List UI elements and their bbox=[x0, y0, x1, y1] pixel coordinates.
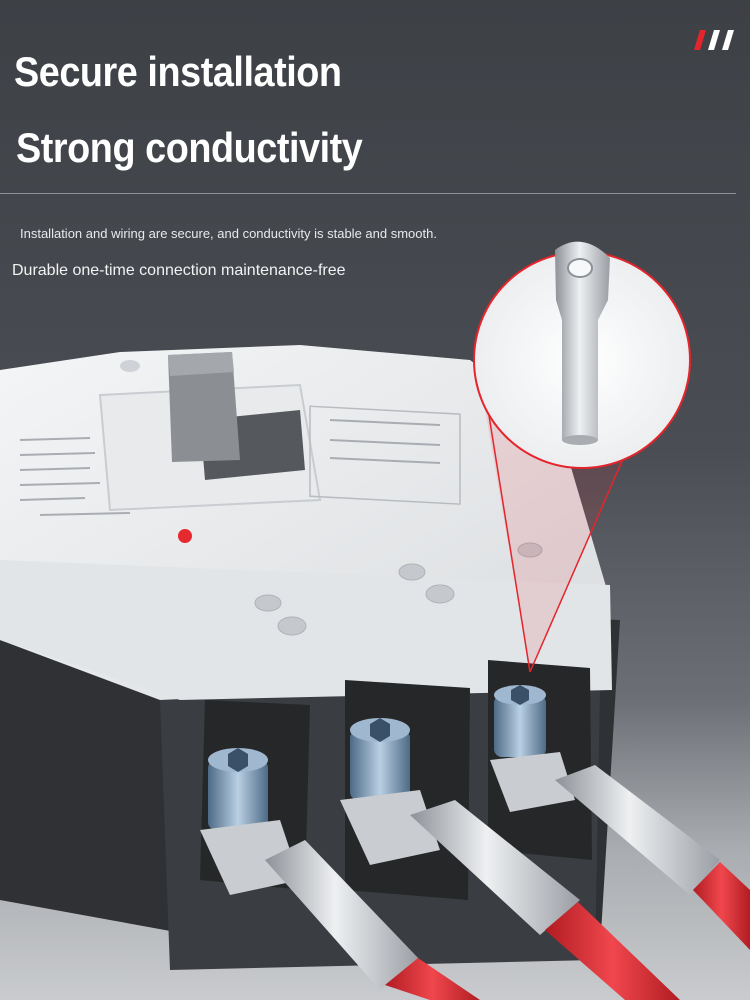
slash-marks-icon bbox=[694, 30, 734, 50]
headline-secure-installation: Secure installation bbox=[14, 48, 342, 95]
divider bbox=[0, 193, 736, 194]
tagline-text: Durable one-time connection maintenance-… bbox=[12, 262, 346, 279]
description-text: Installation and wiring are secure, and … bbox=[20, 226, 437, 241]
headline-strong-conductivity: Strong conductivity bbox=[16, 124, 363, 171]
